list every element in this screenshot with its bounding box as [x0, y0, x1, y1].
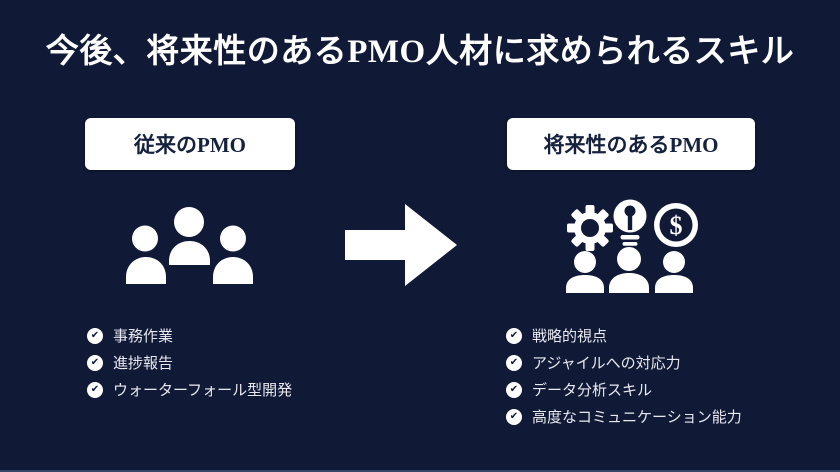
slide-title: 今後、将来性のあるPMO人材に求められるスキル [45, 34, 795, 70]
list-item-label: 進捗報告 [113, 356, 174, 372]
bottom-edge-line [0, 470, 840, 472]
right-skill-list: ✔ 戦略的視点 ✔ アジャイルへの対応力 ✔ データ分析スキル ✔ 高度なコミュ… [506, 322, 742, 430]
arrow-right-icon [345, 204, 457, 286]
right-heading-label: 将来性のあるPMO [543, 133, 719, 157]
list-item: ✔ 事務作業 [87, 322, 292, 349]
dollar-coin-icon: $ [654, 203, 698, 247]
left-heading-box: 従来のPMO [85, 118, 295, 170]
list-item-label: 高度なコミュニケーション能力 [532, 410, 742, 426]
left-heading-label: 従来のPMO [134, 133, 246, 157]
check-circle-icon: ✔ [506, 354, 522, 371]
person-body-icon [126, 257, 166, 284]
check-circle-icon: ✔ [506, 381, 522, 398]
person-head-icon [132, 225, 158, 252]
lightbulb-icon [613, 199, 647, 251]
left-skill-list: ✔ 事務作業 ✔ 進捗報告 ✔ ウォーターフォール型開発 [87, 322, 292, 403]
list-item-label: 戦略的視点 [532, 329, 608, 345]
list-item: ✔ 戦略的視点 [506, 322, 742, 349]
person-body-icon [213, 257, 253, 284]
team-members-icon [566, 247, 693, 293]
person-head-icon [220, 225, 246, 252]
innovation-team-icon: $ [566, 199, 698, 293]
check-circle-icon: ✔ [87, 381, 103, 398]
right-heading-box: 将来性のあるPMO [507, 118, 755, 170]
list-item-label: データ分析スキル [532, 383, 653, 399]
list-item: ✔ データ分析スキル [506, 376, 742, 403]
gear-icon [567, 205, 613, 251]
check-circle-icon: ✔ [506, 408, 522, 425]
person-head-icon [174, 207, 204, 237]
check-circle-icon: ✔ [87, 327, 103, 344]
list-item: ✔ アジャイルへの対応力 [506, 349, 742, 376]
list-item-label: アジャイルへの対応力 [532, 356, 681, 372]
dollar-symbol: $ [670, 211, 683, 240]
check-circle-icon: ✔ [87, 354, 103, 371]
check-circle-icon: ✔ [506, 327, 522, 344]
list-item: ✔ 進捗報告 [87, 349, 292, 376]
list-item: ✔ 高度なコミュニケーション能力 [506, 403, 742, 430]
list-item-label: 事務作業 [113, 329, 174, 345]
people-group-icon [126, 207, 253, 284]
list-item-label: ウォーターフォール型開発 [113, 383, 293, 399]
person-body-icon [169, 241, 210, 265]
list-item: ✔ ウォーターフォール型開発 [87, 376, 292, 403]
